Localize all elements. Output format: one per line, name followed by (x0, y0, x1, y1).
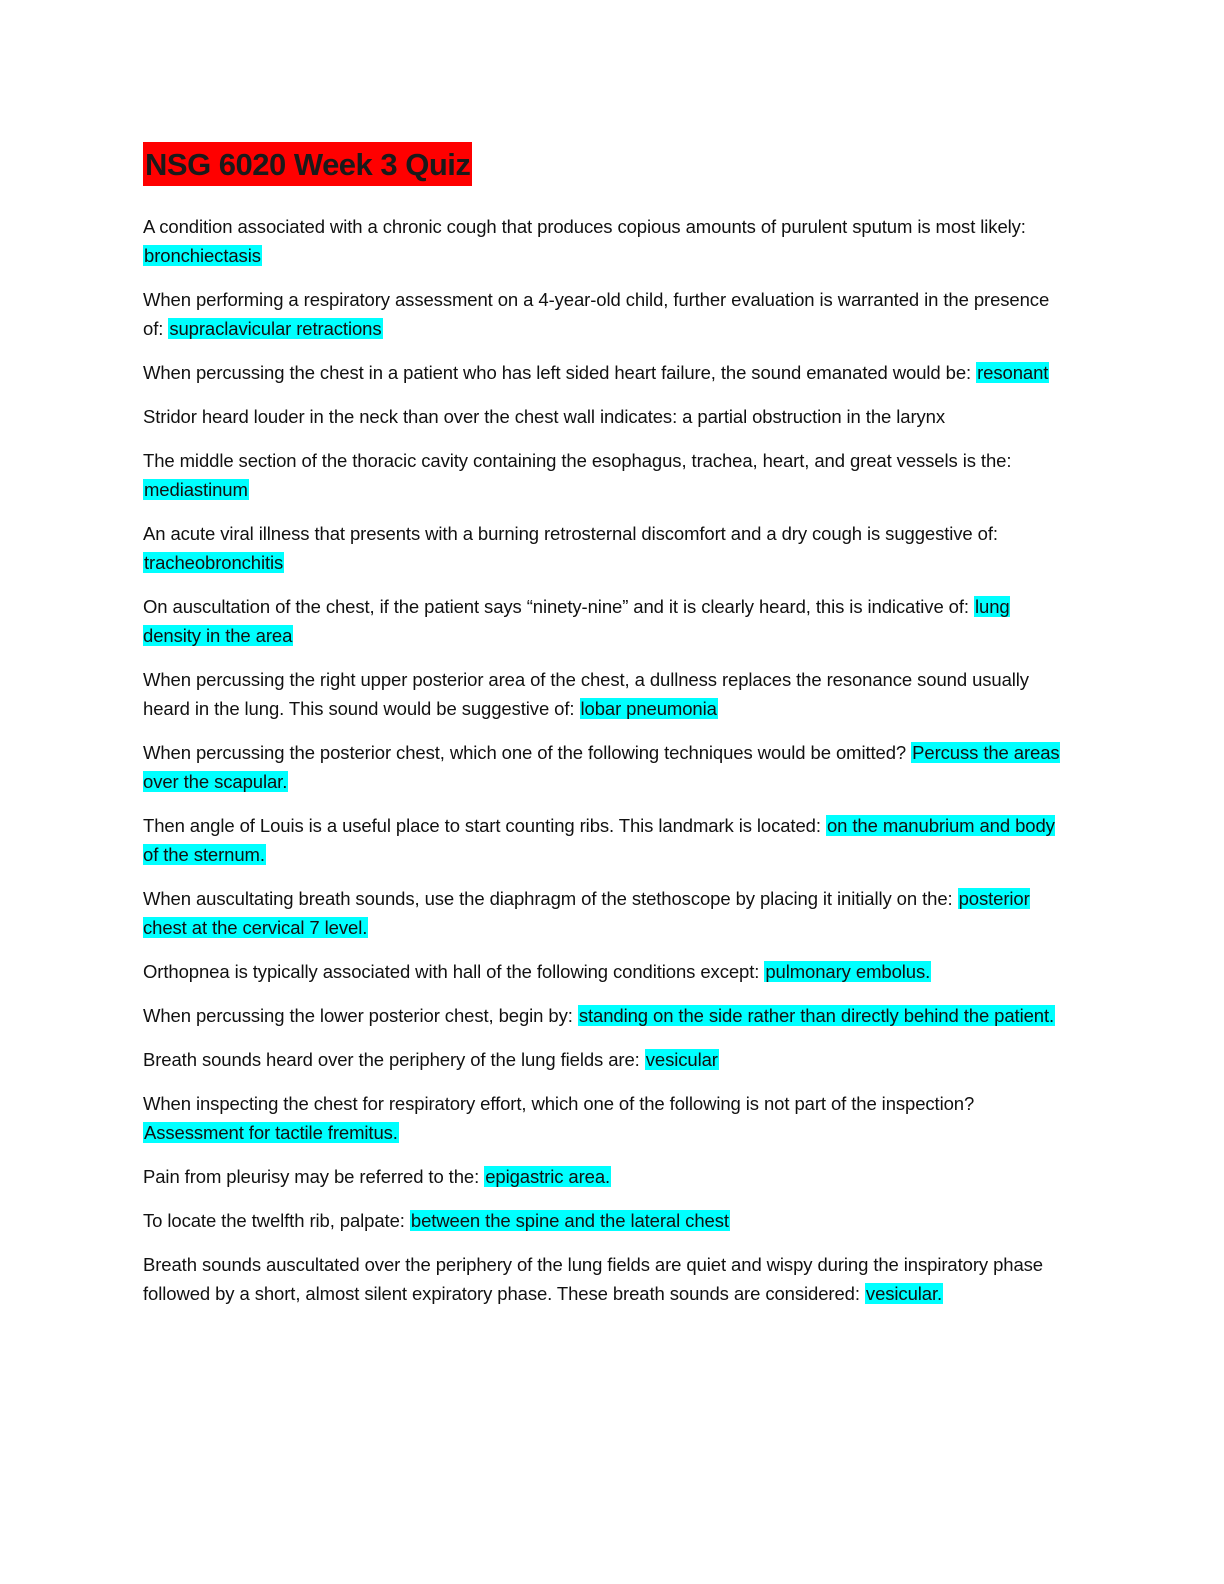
answer-highlight: tracheobronchitis (143, 552, 285, 573)
page-title: NSG 6020 Week 3 Quiz (143, 142, 473, 186)
question-text: When inspecting the chest for respirator… (143, 1093, 975, 1114)
question-text: The middle section of the thoracic cavit… (143, 450, 1012, 471)
question-list: A condition associated with a chronic co… (143, 212, 1068, 1308)
question-item: When percussing the lower posterior ches… (143, 1001, 1068, 1030)
answer-highlight: lobar pneumonia (579, 698, 718, 719)
question-item: A condition associated with a chronic co… (143, 212, 1068, 270)
answer-highlight: Assessment for tactile fremitus. (143, 1122, 399, 1143)
document-page: NSG 6020 Week 3 Quiz A condition associa… (143, 142, 1068, 1323)
question-item: Breath sounds auscultated over the perip… (143, 1250, 1068, 1308)
question-text: On auscultation of the chest, if the pat… (143, 596, 974, 617)
question-text: An acute viral illness that presents wit… (143, 523, 998, 544)
question-text: Breath sounds auscultated over the perip… (143, 1254, 1043, 1304)
question-item: Orthopnea is typically associated with h… (143, 957, 1068, 986)
question-item: The middle section of the thoracic cavit… (143, 446, 1068, 504)
question-item: When auscultating breath sounds, use the… (143, 884, 1068, 942)
answer-highlight: bronchiectasis (143, 245, 262, 266)
question-item: On auscultation of the chest, if the pat… (143, 592, 1068, 650)
question-text: When auscultating breath sounds, use the… (143, 888, 958, 909)
answer-highlight: vesicular. (864, 1283, 944, 1304)
question-text: A condition associated with a chronic co… (143, 216, 1026, 237)
question-text: Stridor heard louder in the neck than ov… (143, 406, 945, 427)
question-text: When percussing the chest in a patient w… (143, 362, 977, 383)
question-item: When performing a respiratory assessment… (143, 285, 1068, 343)
question-text: Pain from pleurisy may be referred to th… (143, 1166, 485, 1187)
answer-highlight: standing on the side rather than directl… (577, 1005, 1056, 1026)
question-text: When performing a respiratory assessment… (143, 289, 1050, 339)
question-text: Orthopnea is typically associated with h… (143, 961, 765, 982)
question-item: Breath sounds heard over the periphery o… (143, 1045, 1068, 1074)
answer-highlight: vesicular (644, 1049, 719, 1070)
question-text: Breath sounds heard over the periphery o… (143, 1049, 645, 1070)
question-item: Then angle of Louis is a useful place to… (143, 811, 1068, 869)
question-text: When percussing the right upper posterio… (143, 669, 1029, 719)
answer-highlight: epigastric area. (484, 1166, 612, 1187)
answer-highlight: mediastinum (143, 479, 249, 500)
question-item: To locate the twelfth rib, palpate: betw… (143, 1206, 1068, 1235)
answer-highlight: supraclavicular retractions (168, 318, 383, 339)
question-item: An acute viral illness that presents wit… (143, 519, 1068, 577)
question-item: Stridor heard louder in the neck than ov… (143, 402, 1068, 431)
question-item: Pain from pleurisy may be referred to th… (143, 1162, 1068, 1191)
answer-highlight: between the spine and the lateral chest (409, 1210, 730, 1231)
question-item: When percussing the chest in a patient w… (143, 358, 1068, 387)
question-item: When percussing the posterior chest, whi… (143, 738, 1068, 796)
question-text: To locate the twelfth rib, palpate: (143, 1210, 410, 1231)
question-text: When percussing the posterior chest, whi… (143, 742, 912, 763)
question-item: When percussing the right upper posterio… (143, 665, 1068, 723)
answer-highlight: resonant (976, 362, 1050, 383)
answer-highlight: pulmonary embolus. (764, 961, 932, 982)
question-text: Then angle of Louis is a useful place to… (143, 815, 826, 836)
question-text: When percussing the lower posterior ches… (143, 1005, 578, 1026)
question-item: When inspecting the chest for respirator… (143, 1089, 1068, 1147)
